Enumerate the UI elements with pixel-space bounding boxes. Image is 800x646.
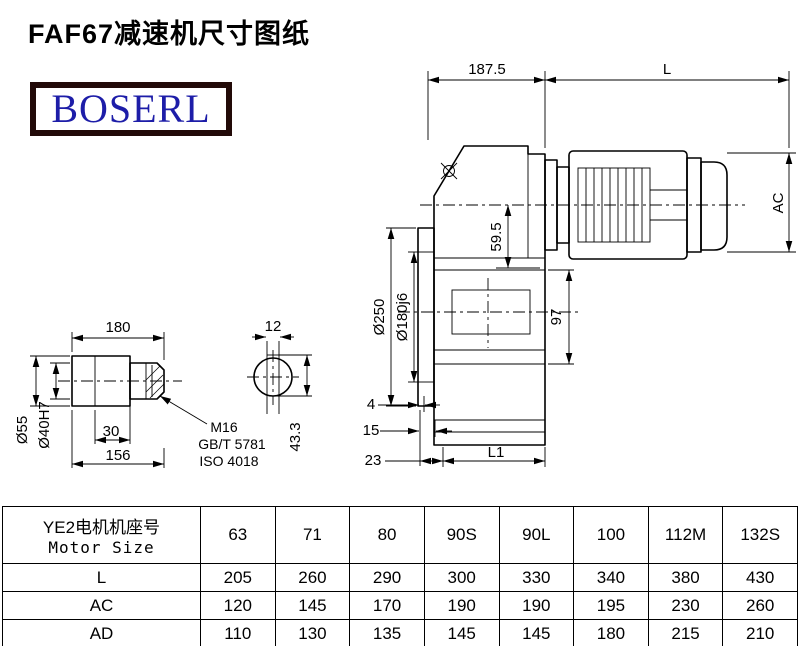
size-col-1: 71 [274, 506, 351, 564]
thread-standard-gb: GB/T 5781 [198, 436, 266, 452]
output-shaft-detail: 180 Ø55 Ø40H7 30 156 M16 GB/T 5781 ISO [14, 319, 266, 469]
vertical-dimensions: 59.5 97 [488, 205, 574, 365]
ac-dimension: AC [727, 152, 796, 253]
lifting-hole-mark [440, 162, 458, 180]
motor [544, 150, 728, 260]
table-cell: 180 [573, 619, 649, 646]
table-cell: 380 [647, 563, 724, 592]
dim-spigot-od: Ø180j6 [394, 293, 411, 341]
table-cell: 135 [349, 619, 425, 646]
technical-drawing: 187.5 L AC [14, 61, 796, 469]
motor-size-header-cn: YE2电机机座号 [42, 518, 161, 537]
size-col-6: 112M [647, 506, 724, 564]
table-cell: 190 [423, 591, 500, 620]
table-cell: 120 [200, 591, 276, 620]
dim-30: 30 [103, 423, 120, 440]
table-cell: 195 [573, 591, 649, 620]
dim-187-5: 187.5 [468, 61, 506, 78]
boserl-logo-text: BOSERL [51, 86, 211, 131]
table-header-row: YE2电机机座号 Motor Size 63 71 80 90S 90L 100… [2, 506, 798, 564]
row-label: L [2, 563, 201, 592]
table-cell: 145 [498, 619, 575, 646]
dim-59-5: 59.5 [488, 222, 505, 251]
boserl-logo: BOSERL [30, 82, 232, 136]
dim-180: 180 [105, 319, 130, 336]
dim-bore: Ø40H7 [36, 401, 53, 449]
motor-size-header-en: Motor Size [48, 538, 155, 557]
table-row-AD: AD 110 130 135 145 145 180 215 210 [2, 619, 798, 646]
table-cell: 205 [200, 563, 276, 592]
size-col-5: 100 [573, 506, 649, 564]
top-dimensions: 187.5 L [427, 61, 790, 148]
dim-23: 23 [365, 452, 382, 469]
flange-dimensions: Ø250 Ø180j6 [371, 227, 418, 407]
table-cell: 290 [349, 563, 425, 592]
dim-keyway-depth: 43.3 [287, 422, 304, 451]
size-col-7: 132S [722, 506, 798, 564]
row-label: AC [2, 591, 201, 620]
dim-15: 15 [363, 422, 380, 439]
table-cell: 190 [498, 591, 575, 620]
row-label: AD [2, 619, 201, 646]
table-cell: 430 [722, 563, 798, 592]
dim-L: L [663, 61, 671, 78]
size-col-0: 63 [200, 506, 276, 564]
table-cell: 130 [274, 619, 351, 646]
table-cell: 340 [573, 563, 649, 592]
size-col-3: 90S [423, 506, 500, 564]
dim-keyway-width: 12 [265, 318, 282, 335]
table-cell: 260 [722, 591, 798, 620]
table-cell: 210 [722, 619, 798, 646]
centerlines [398, 204, 745, 348]
size-col-4: 90L [498, 506, 575, 564]
motor-size-header: YE2电机机座号 Motor Size [2, 506, 201, 564]
table-cell: 230 [647, 591, 724, 620]
table-row-L: L 205 260 290 300 330 340 380 430 [2, 563, 798, 592]
table-cell: 330 [498, 563, 575, 592]
dim-97: 97 [548, 309, 565, 326]
table-cell: 170 [349, 591, 425, 620]
table-cell: 300 [423, 563, 500, 592]
table-cell: 145 [274, 591, 351, 620]
bottom-dimensions: 4 15 23 L1 [363, 396, 546, 469]
table-cell: 110 [200, 619, 276, 646]
table-row-AC: AC 120 145 170 190 190 195 230 260 [2, 591, 798, 620]
thread-standard-iso: ISO 4018 [199, 453, 258, 469]
size-col-2: 80 [349, 506, 425, 564]
thread-spec: M16 [210, 419, 237, 435]
table-cell: 215 [647, 619, 724, 646]
table-cell: 145 [423, 619, 500, 646]
gearbox-housing [417, 145, 546, 446]
keyway-section-detail: 12 43.3 [247, 318, 312, 452]
dim-156: 156 [105, 447, 130, 464]
dim-shaft-od: Ø55 [14, 416, 31, 444]
table-cell: 260 [274, 563, 351, 592]
dim-L1: L1 [488, 444, 505, 461]
dim-AC: AC [770, 192, 787, 213]
motor-dimension-table: YE2电机机座号 Motor Size 63 71 80 90S 90L 100… [2, 506, 798, 646]
page-title: FAF67减速机尺寸图纸 [28, 19, 311, 49]
dim-flange-od: Ø250 [371, 299, 388, 336]
dim-4: 4 [367, 396, 375, 413]
